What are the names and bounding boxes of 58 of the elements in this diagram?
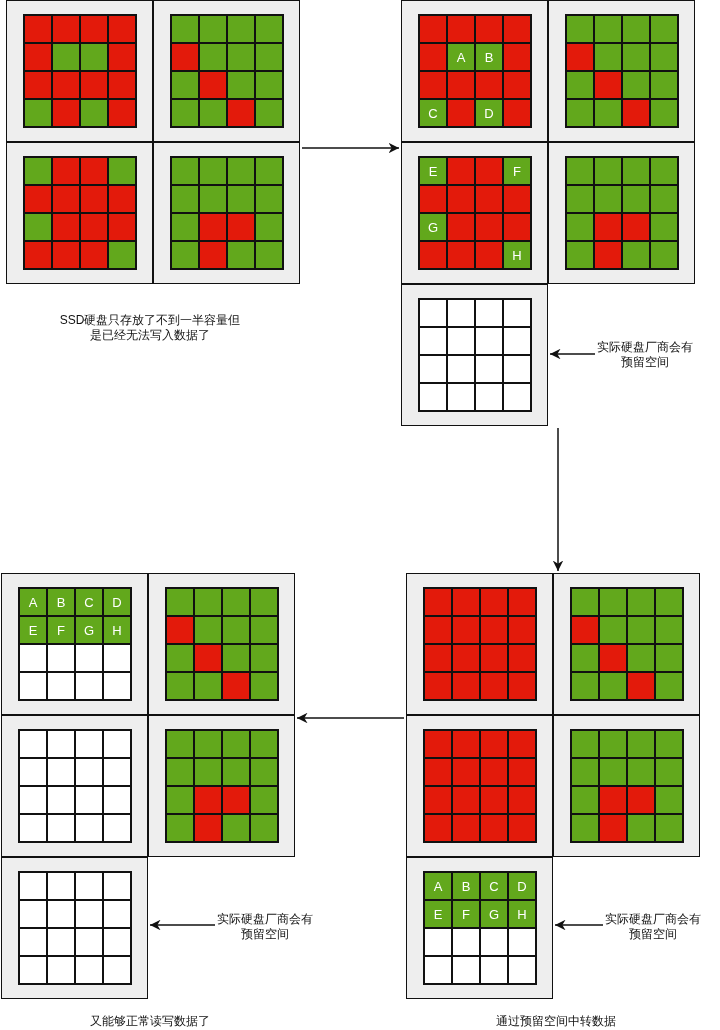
data-page: B (48, 589, 74, 615)
ssd-drawing (401, 0, 695, 426)
flash-block (548, 142, 695, 284)
flash-block (548, 0, 695, 142)
data-page: B (476, 44, 502, 70)
arrow (552, 427, 564, 572)
data-page: C (420, 100, 446, 126)
flash-block (148, 573, 295, 715)
note-text: 实际硬盘厂商会有预留空间 (217, 912, 313, 942)
data-page: H (104, 617, 130, 643)
data-page: A (425, 873, 451, 899)
arrow (149, 919, 216, 931)
data-page: D (509, 873, 535, 899)
data-page: G (420, 214, 446, 240)
flash-block (401, 0, 548, 142)
flash-block (6, 142, 153, 284)
data-page: A (448, 44, 474, 70)
data-page: E (420, 158, 446, 184)
reserve-block (406, 857, 553, 999)
ssd-drawing (6, 0, 300, 284)
data-page: E (425, 901, 451, 927)
arrow (549, 348, 596, 360)
flash-block (153, 142, 300, 284)
caption: 又能够正常读写数据了 (89, 1014, 211, 1029)
ssd-drawing (406, 573, 700, 999)
data-page: F (453, 901, 479, 927)
flash-block (553, 715, 700, 857)
arrow (301, 142, 400, 154)
flash-block (406, 573, 553, 715)
data-page: H (509, 901, 535, 927)
flash-block (148, 715, 295, 857)
data-page: H (504, 242, 530, 268)
flash-block (6, 0, 153, 142)
flash-block (1, 573, 148, 715)
data-page: E (20, 617, 46, 643)
flash-block (1, 715, 148, 857)
data-page: D (476, 100, 502, 126)
caption: SSD硬盘只存放了不到一半容量但是已经无法写入数据了 (58, 313, 242, 343)
data-page: F (504, 158, 530, 184)
data-page: A (20, 589, 46, 615)
data-page: D (104, 589, 130, 615)
data-page: F (48, 617, 74, 643)
data-page: G (76, 617, 102, 643)
reserve-block (401, 284, 548, 426)
arrow (554, 919, 604, 931)
note-text: 实际硬盘厂商会有预留空间 (605, 912, 701, 942)
arrow (296, 712, 405, 724)
data-page: B (453, 873, 479, 899)
flash-block (406, 715, 553, 857)
note-text: 实际硬盘厂商会有预留空间 (597, 340, 693, 370)
reserve-block (1, 857, 148, 999)
data-page: G (481, 901, 507, 927)
flash-block (153, 0, 300, 142)
caption: 通过预留空间中转数据 (495, 1014, 617, 1029)
flash-block (553, 573, 700, 715)
flash-block (401, 142, 548, 284)
data-page: C (481, 873, 507, 899)
data-page: C (76, 589, 102, 615)
